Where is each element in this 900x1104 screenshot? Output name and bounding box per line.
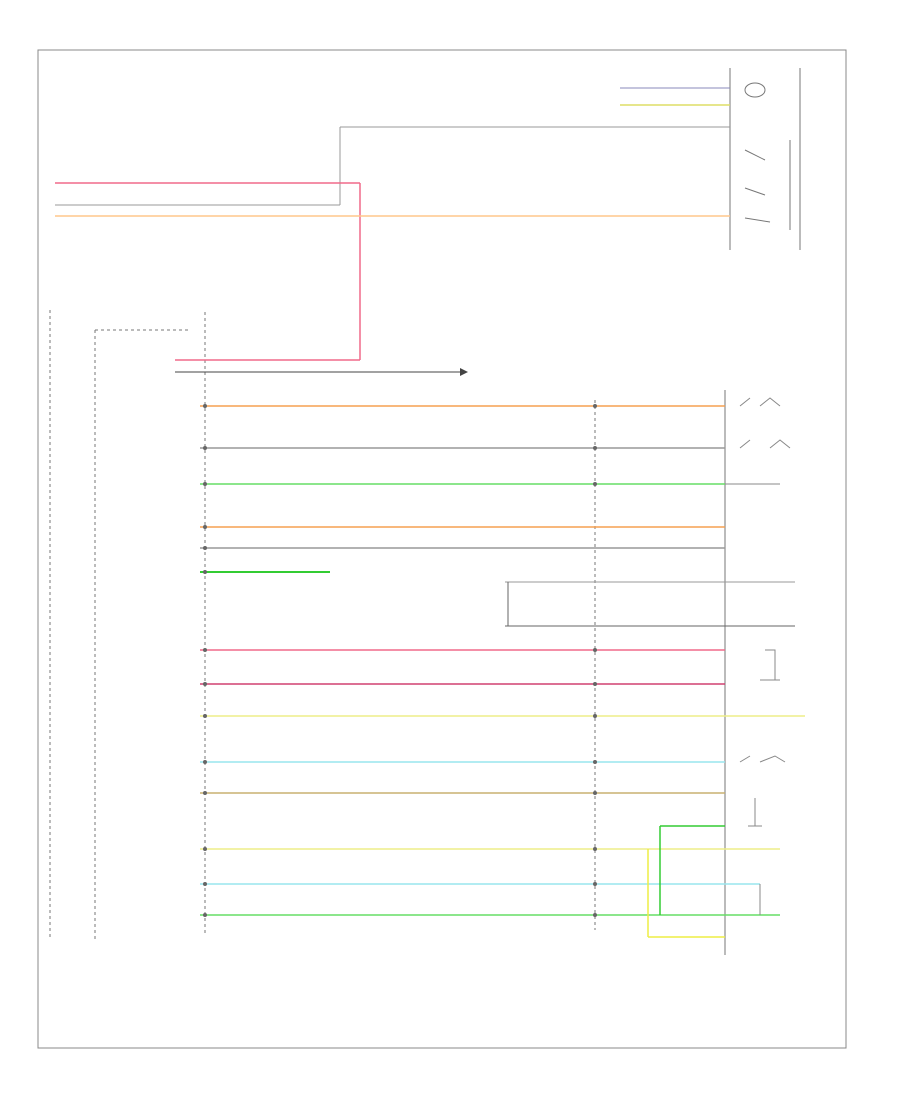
connector-pin [593, 404, 597, 408]
connector-pin [203, 482, 207, 486]
ground-symbol-icon [760, 649, 780, 681]
diagram-frame [37, 49, 847, 1049]
connector-pin [203, 570, 207, 574]
connector-pin [203, 847, 207, 851]
connector-pin [593, 760, 597, 764]
seat-switch-component [729, 68, 801, 250]
ground-symbol-icon [748, 798, 762, 827]
connector-pin [203, 682, 207, 686]
connector-pins-left [203, 404, 207, 917]
connector-pin [203, 648, 207, 652]
connector-pin [203, 525, 207, 529]
connector-pin [593, 682, 597, 686]
connector-arrow-icon [460, 368, 468, 376]
connector-pin [593, 847, 597, 851]
connector-pin [203, 882, 207, 886]
connector-pin [203, 760, 207, 764]
connector-pin [203, 714, 207, 718]
switch-lamp-icon [744, 82, 766, 98]
connector-pin [593, 714, 597, 718]
connector-pin [203, 913, 207, 917]
switch-symbol-icon [739, 755, 786, 763]
switch-contact-icon [744, 149, 771, 223]
connector-pin [593, 446, 597, 450]
connector-pins-right [593, 404, 597, 917]
connector-pin [593, 648, 597, 652]
switch-symbol-icon [739, 397, 781, 407]
connector-pin [593, 791, 597, 795]
connector-pin [203, 404, 207, 408]
connector-pin [203, 546, 207, 550]
wire-bus [200, 405, 805, 916]
switch-symbol-icon [739, 439, 791, 449]
connector-pin [203, 791, 207, 795]
connector-pin [203, 446, 207, 450]
connector-pin [593, 482, 597, 486]
connector-pin [593, 913, 597, 917]
connector-pin [593, 882, 597, 886]
